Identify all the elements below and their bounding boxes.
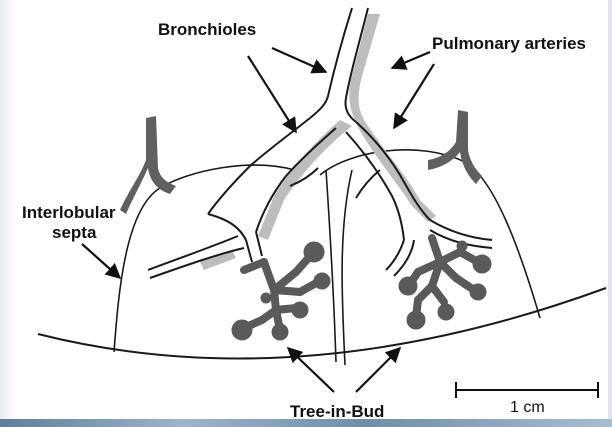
label-tree-in-bud: Tree-in-Bud xyxy=(290,402,384,421)
arrows xyxy=(82,48,434,392)
right-septum xyxy=(428,110,482,184)
right-lobule xyxy=(320,150,540,365)
label-septa: septa xyxy=(52,223,97,242)
arrow-icon xyxy=(394,64,434,128)
left-bud-cluster xyxy=(232,242,330,340)
label-bronchioles: Bronchioles xyxy=(158,20,256,39)
arrow-icon xyxy=(272,48,326,72)
arrow-icon xyxy=(392,52,430,68)
label-pulmonary-arteries: Pulmonary arteries xyxy=(432,34,586,53)
label-scale: 1 cm xyxy=(510,399,545,416)
arrow-icon xyxy=(356,348,400,392)
pleura-line xyxy=(38,288,606,358)
label-interlobular: Interlobular xyxy=(22,203,116,222)
scale-bar xyxy=(456,382,598,398)
arrow-icon xyxy=(248,56,296,132)
pulmonary-artery xyxy=(200,14,436,270)
right-bud-cluster xyxy=(399,238,491,329)
arrow-icon xyxy=(82,244,120,278)
